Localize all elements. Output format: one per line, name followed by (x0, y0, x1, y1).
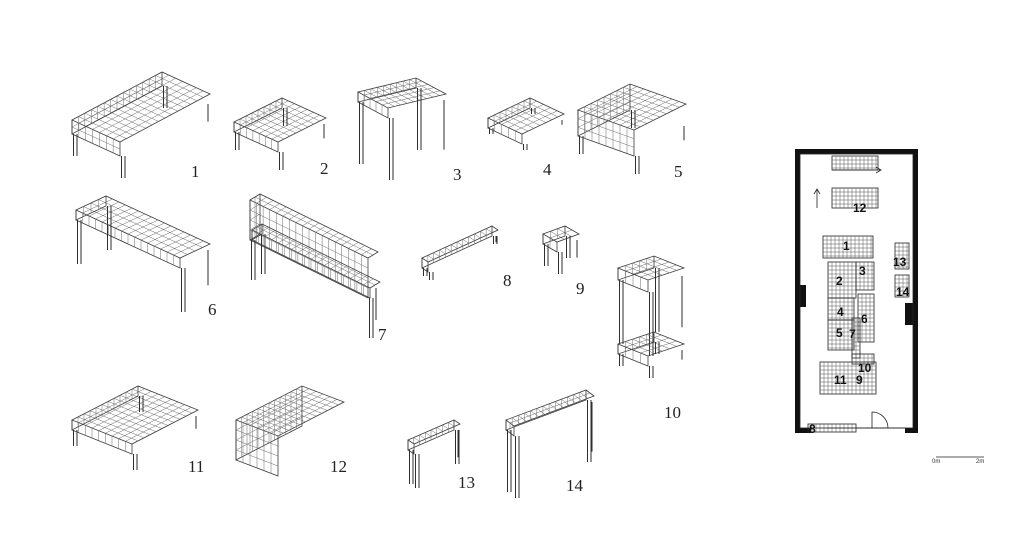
plan-piece-1 (822, 235, 874, 259)
plan-label: 6 (861, 312, 868, 326)
piece-label: 13 (458, 473, 475, 492)
furniture-piece-7-lower (251, 223, 381, 299)
plan-label: 13 (893, 255, 907, 269)
plan-label: 4 (837, 305, 844, 319)
plan-piece-stair (831, 155, 879, 171)
piece-label: 2 (320, 159, 329, 178)
plan-piece-12 (831, 187, 879, 209)
piece-label: 10 (664, 403, 681, 422)
plan-piece-8 (807, 423, 857, 433)
scale-bar: 0m 2m (932, 456, 984, 465)
plan-label: 7 (849, 327, 856, 341)
plan-label: 10 (858, 361, 872, 375)
scale-end-label: 2m (976, 459, 984, 465)
plan-label: 2 (836, 274, 843, 288)
plan-label: 8 (809, 422, 816, 436)
plan-label: 12 (853, 201, 867, 215)
plan-label: 1 (843, 239, 850, 253)
plan-wall-bottom-left (795, 428, 811, 433)
piece-label: 9 (576, 279, 585, 298)
plan-piece-3 (855, 261, 875, 291)
piece-label: 7 (378, 325, 387, 344)
furniture-piece-2 (233, 97, 327, 170)
piece-label: 4 (543, 160, 552, 179)
plan-wall-left (795, 149, 800, 433)
furniture-piece-6 (75, 195, 211, 312)
piece-label: 6 (208, 300, 217, 319)
furniture-piece-7 (249, 193, 379, 338)
plan-wall-top (795, 149, 918, 154)
piece-label: 14 (566, 476, 584, 495)
furniture-piece-8 (421, 225, 499, 280)
plan-wall-right (913, 149, 918, 433)
axonometric-drawings (71, 71, 688, 498)
piece-label: 12 (330, 457, 347, 476)
plan-piece-14 (894, 274, 910, 298)
furniture-piece-14 (505, 389, 595, 498)
plan-piece-13 (894, 242, 910, 270)
piece-label: 3 (453, 165, 462, 184)
furniture-piece-1 (71, 71, 211, 178)
plan-column-right (905, 303, 913, 325)
piece-label: 1 (191, 162, 200, 181)
furniture-piece-12 (235, 385, 345, 477)
furniture-piece-5 (576, 83, 688, 174)
furniture-piece-3 (356, 77, 448, 180)
furniture-piece-10 (616, 255, 686, 356)
piece-label: 11 (188, 457, 204, 476)
plan-furniture-grids (807, 155, 910, 433)
plan-wall-bottom-right (905, 428, 918, 433)
plan-label: 11 (834, 373, 847, 387)
plan-label: 9 (856, 373, 863, 387)
plan-door-swing (871, 411, 889, 429)
piece-label: 5 (674, 162, 683, 181)
scale-start-label: 0m (932, 459, 940, 465)
furniture-piece-10-shelf (616, 331, 686, 378)
stair-up-head (813, 188, 821, 195)
furniture-piece-11 (71, 385, 199, 470)
furniture-piece-4 (487, 97, 565, 150)
furniture-piece-13 (407, 419, 461, 488)
plan-column-left (800, 285, 806, 307)
plan-piece-11 (819, 361, 877, 395)
plan-label: 5 (836, 326, 843, 340)
furniture-piece-9 (542, 225, 580, 274)
plan-label: 3 (859, 264, 866, 278)
piece-label: 8 (503, 271, 512, 290)
plan-label: 14 (896, 285, 910, 299)
